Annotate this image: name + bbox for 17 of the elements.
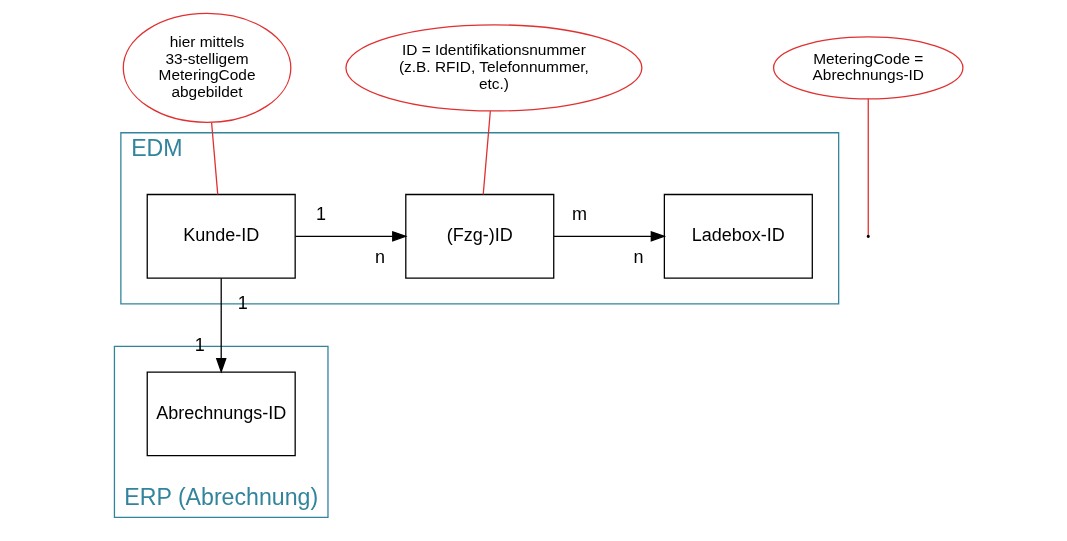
label: m xyxy=(572,203,588,224)
label: 1 xyxy=(316,203,327,224)
label: n xyxy=(374,246,385,267)
node-box: Kunde-ID xyxy=(146,193,296,279)
arrow xyxy=(553,230,667,242)
arrow xyxy=(215,277,227,374)
node-ellipse: hier mittels 33-stelligem MeteringCode abgebildet xyxy=(122,12,292,123)
arrow xyxy=(294,230,408,242)
connector xyxy=(867,98,869,236)
node-ellipse: MeteringCode = Abrechnungs-ID xyxy=(772,36,964,100)
connector xyxy=(482,110,491,195)
node-box: Ladebox-ID xyxy=(663,193,813,279)
label: n xyxy=(633,246,644,267)
node-box: Abrechnungs-ID xyxy=(146,371,296,457)
connector xyxy=(210,121,219,195)
node-ellipse: ID = Identifikationsnummer (z.B. RFID, Telefonnummer, etc.) xyxy=(345,24,643,112)
node-box: (Fzg-)ID xyxy=(405,193,555,279)
